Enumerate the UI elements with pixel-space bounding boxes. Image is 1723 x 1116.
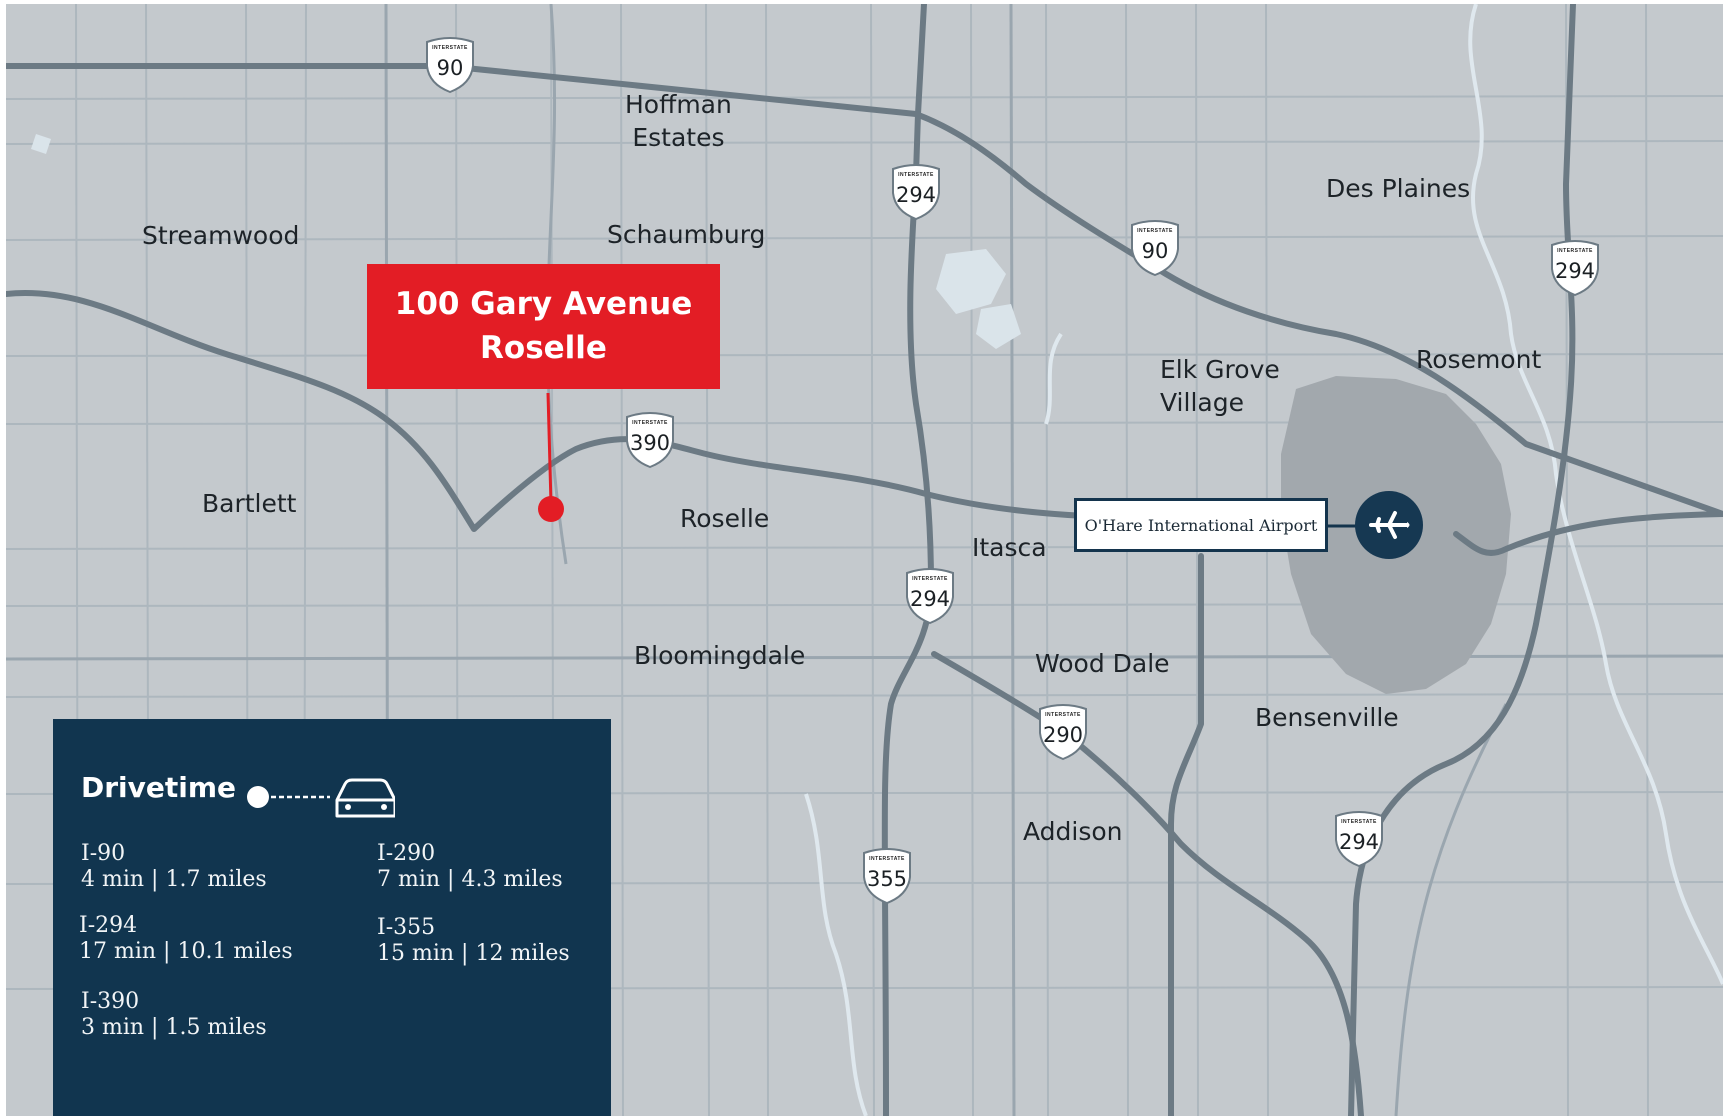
place-bensenville: Bensenville	[1255, 703, 1399, 732]
shield-i355: INTERSTATE 355	[861, 847, 913, 905]
car-icon	[247, 778, 395, 818]
site-marker	[538, 496, 564, 522]
highway-i90	[6, 63, 1723, 517]
lakes	[31, 134, 1021, 349]
shield-i90-east: INTERSTATE 90	[1129, 219, 1181, 277]
airport-label[interactable]: O'Hare International Airport	[1074, 498, 1328, 552]
drivetime-legend: Drivetime I-90 4 min | 1.7 miles I-290 7…	[53, 719, 611, 1116]
site-city: Roselle	[480, 329, 607, 366]
site-pointer-line	[546, 392, 553, 505]
place-des-plaines: Des Plaines	[1326, 174, 1471, 203]
place-bartlett: Bartlett	[202, 489, 297, 518]
place-roselle: Roselle	[680, 504, 770, 533]
shield-i294-north: INTERSTATE 294	[890, 163, 942, 221]
airplane-icon[interactable]	[1355, 491, 1423, 559]
legend-item-i390: I-390 3 min | 1.5 miles	[81, 989, 267, 1041]
legend-item-i355: I-355 15 min | 12 miles	[377, 915, 570, 967]
place-schaumburg: Schaumburg	[607, 220, 766, 249]
highway-i290-i390	[6, 290, 1089, 532]
place-streamwood: Streamwood	[142, 221, 300, 250]
place-rosemont: Rosemont	[1416, 345, 1542, 374]
shield-i290: INTERSTATE 290	[1037, 703, 1089, 761]
place-wood-dale: Wood Dale	[1035, 649, 1170, 678]
place-bloomingdale: Bloomingdale	[634, 641, 806, 670]
legend-item-i294: I-294 17 min | 10.1 miles	[79, 913, 293, 965]
highway-airport-west	[1453, 511, 1723, 556]
rivers	[804, 4, 1723, 1116]
legend-item-i290: I-290 7 min | 4.3 miles	[377, 841, 563, 893]
highway-i290	[931, 651, 1364, 1116]
site-callout[interactable]: 100 Gary Avenue Roselle	[367, 264, 720, 389]
highway-i294-east	[1348, 4, 1576, 1116]
airport-connector	[1328, 524, 1358, 528]
shield-i294-south: INTERSTATE 294	[1333, 810, 1385, 868]
legend-title: Drivetime	[81, 771, 237, 804]
legend-item-i90: I-90 4 min | 1.7 miles	[81, 841, 267, 893]
shield-i294-central: INTERSTATE 294	[904, 567, 956, 625]
place-itasca: Itasca	[972, 533, 1047, 562]
place-addison: Addison	[1023, 817, 1123, 846]
highway-airport-spur	[1168, 553, 1204, 1116]
site-address: 100 Gary Avenue	[394, 286, 693, 323]
shield-i390: INTERSTATE 390	[624, 411, 676, 469]
shield-i294-northeast: INTERSTATE 294	[1549, 239, 1601, 297]
shield-i90-north: INTERSTATE 90	[424, 36, 476, 94]
